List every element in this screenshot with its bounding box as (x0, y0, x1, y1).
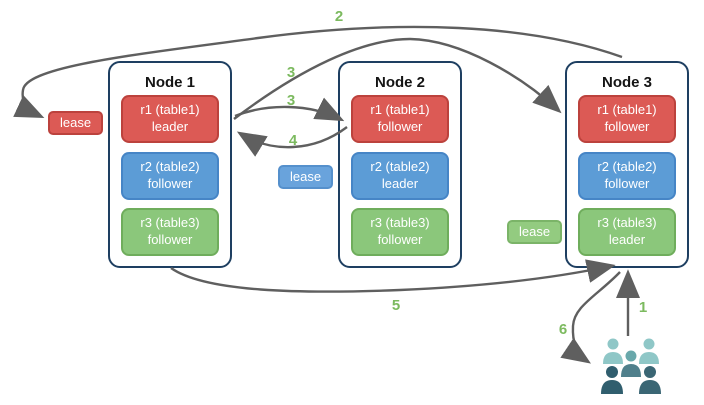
replica-name: r2 (table2) (597, 159, 657, 175)
user-figure-front-left (601, 366, 623, 394)
replica-name: r3 (table3) (140, 215, 200, 231)
node3-replica-r3: r3 (table3) leader (578, 208, 676, 256)
node-2: Node 2 r1 (table1) follower r2 (table2) … (338, 61, 462, 268)
node3-replica-r1: r1 (table1) follower (578, 95, 676, 143)
node2-replica-r1: r1 (table1) follower (351, 95, 449, 143)
replica-role: leader (381, 176, 419, 191)
step-label-3-top: 3 (286, 64, 296, 81)
lease-badge-blue: lease (278, 165, 334, 189)
step-label-3-mid: 3 (286, 92, 296, 109)
users-group-icon (601, 338, 661, 394)
replica-role: follower (147, 176, 193, 191)
replica-name: r1 (table1) (370, 102, 430, 118)
step-label-6: 6 (558, 321, 568, 338)
node-1: Node 1 r1 (table1) leader r2 (table2) fo… (108, 61, 232, 268)
node-1-title: Node 1 (144, 74, 195, 91)
replica-role: follower (377, 119, 423, 134)
replica-name: r1 (table1) (597, 102, 657, 118)
node1-replica-r3: r3 (table3) follower (121, 208, 219, 256)
node-3-title: Node 3 (601, 74, 652, 91)
replica-name: r2 (table2) (140, 159, 200, 175)
node2-replica-r2: r2 (table2) leader (351, 152, 449, 200)
node-2-title: Node 2 (374, 74, 425, 91)
arrow-5-node1-to-node3 (170, 259, 616, 293)
node-3: Node 3 r1 (table1) follower r2 (table2) … (565, 61, 689, 268)
user-figure-back-left (603, 338, 623, 364)
lease-badge-green: lease (507, 220, 563, 244)
replica-name: r2 (table2) (370, 159, 430, 175)
replica-name: r3 (table3) (597, 215, 657, 231)
user-figure-middle (621, 350, 641, 377)
step-label-5: 5 (391, 297, 401, 314)
replica-role: leader (151, 119, 189, 134)
replica-role: follower (604, 176, 650, 191)
user-figure-back-right (639, 338, 659, 364)
lease-badge-red: lease (48, 111, 104, 135)
user-figure-front-right (639, 366, 661, 394)
step-label-1: 1 (638, 299, 648, 316)
replica-role: follower (377, 232, 423, 247)
replica-role: follower (604, 119, 650, 134)
replica-role: leader (608, 232, 646, 247)
node2-replica-r3: r3 (table3) follower (351, 208, 449, 256)
node3-replica-r2: r2 (table2) follower (578, 152, 676, 200)
step-label-2: 2 (334, 8, 344, 25)
replica-name: r1 (table1) (140, 102, 200, 118)
node1-replica-r1: r1 (table1) leader (121, 95, 219, 143)
replica-name: r3 (table3) (370, 215, 430, 231)
replica-role: follower (147, 232, 193, 247)
node1-replica-r2: r2 (table2) follower (121, 152, 219, 200)
step-label-4: 4 (288, 132, 298, 149)
